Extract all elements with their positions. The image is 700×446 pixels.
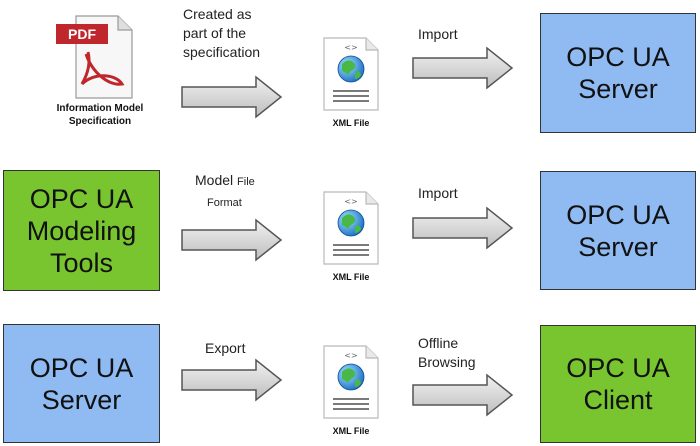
opc-ua-server-box: OPC UA Server — [3, 324, 160, 443]
xml-file-icon: XML File — [318, 34, 384, 128]
xml-file-label: XML File — [332, 426, 370, 436]
pdf-document-icon: PDF Information Model Specification — [46, 10, 154, 135]
right-arrow-icon — [180, 75, 283, 119]
xml-file-label: XML File — [332, 272, 370, 282]
xml-file-icon: XML File — [318, 342, 384, 436]
xml-file-label: XML File — [332, 118, 370, 128]
row1-arrow1-label: Created as part of the specification — [183, 6, 261, 60]
row3-arrow1-label: Export — [205, 340, 246, 356]
right-arrow-icon — [411, 373, 514, 417]
pdf-badge-text: PDF — [68, 26, 96, 42]
file-label-text: File — [237, 176, 255, 188]
right-arrow-icon — [180, 358, 283, 402]
pdf-caption: Information Model Specification — [56, 103, 144, 127]
row3-arrow2-label: Offline Browsing — [418, 335, 476, 370]
right-arrow-icon — [180, 218, 283, 262]
row2-arrow1-label: Model File Format — [195, 171, 255, 213]
right-arrow-icon — [411, 46, 514, 90]
row1-arrow2-label: Import — [418, 26, 458, 42]
format-label-text: Format — [207, 197, 242, 209]
row2-arrow2-label: Import — [418, 185, 458, 201]
opc-ua-server-box: OPC UA Server — [540, 171, 696, 290]
xml-file-icon: XML File — [318, 188, 384, 282]
opc-ua-modeling-tools-box: OPC UA Modeling Tools — [3, 170, 160, 291]
model-label-text: Model — [195, 172, 238, 188]
opc-ua-server-box: OPC UA Server — [540, 13, 696, 133]
opc-ua-client-box: OPC UA Client — [540, 325, 696, 443]
right-arrow-icon — [411, 206, 514, 250]
